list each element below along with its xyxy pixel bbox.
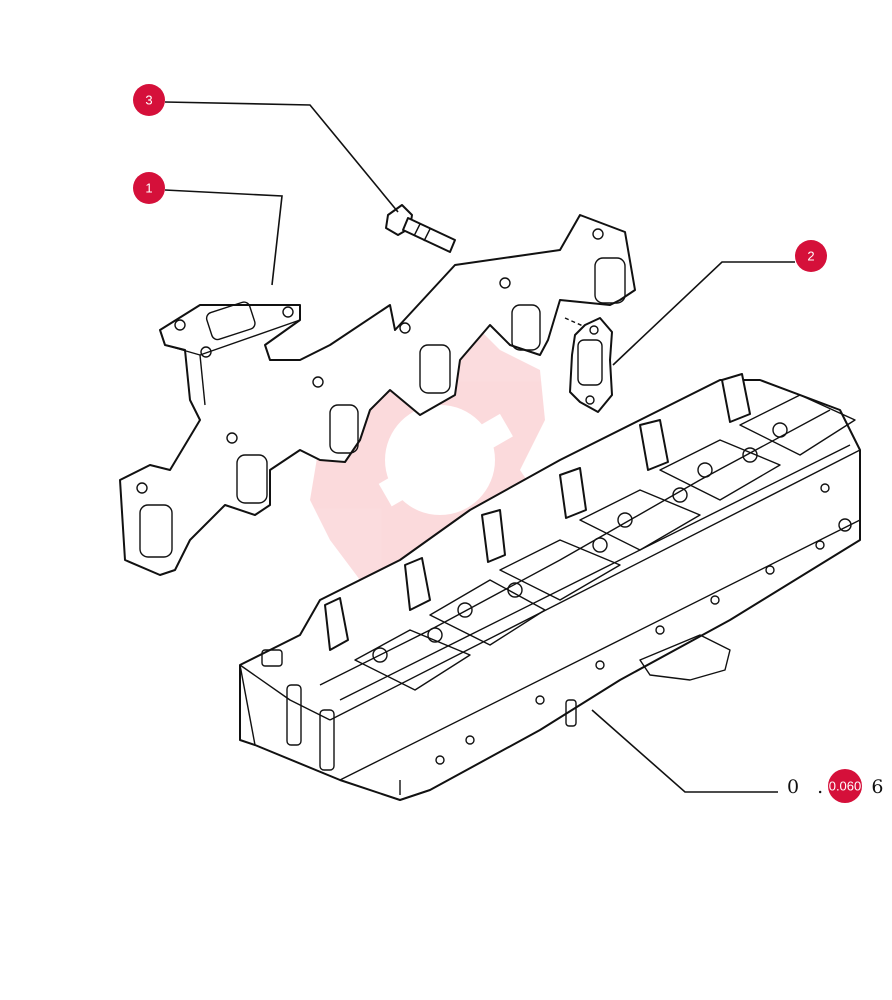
bolt: [385, 204, 456, 253]
cylinder-head: [239, 373, 861, 801]
callout-1[interactable]: 1: [133, 172, 165, 204]
callout-2[interactable]: 2: [795, 240, 827, 272]
exhaust-manifold: [119, 214, 636, 576]
callout-3[interactable]: 3: [133, 84, 165, 116]
callout-3-label: 3: [145, 93, 152, 108]
callout-1-label: 1: [145, 181, 152, 196]
reference-badge-text: 0.060: [829, 779, 862, 794]
gasket: [564, 317, 613, 413]
reference-code[interactable]: 0 . 0 6 0 0.060: [787, 769, 892, 803]
callout-2-label: 2: [807, 249, 814, 264]
leader-lines: [164, 101, 795, 793]
